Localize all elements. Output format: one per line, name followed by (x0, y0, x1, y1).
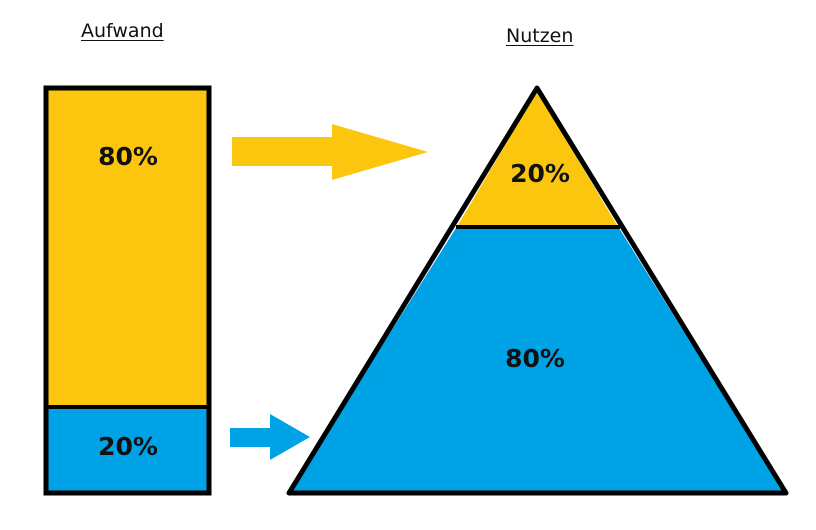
benefit-pyramid: 20% 80% (286, 85, 789, 496)
effort-bar-outline (43, 85, 212, 496)
pyramid-top-label: 20% (510, 159, 570, 188)
pyramid-top-segment (458, 91, 617, 225)
effort-bar: 80% 20% (43, 85, 212, 496)
effort-bottom-segment (47, 407, 208, 492)
pyramid-bottom-label: 80% (505, 344, 565, 373)
effort-top-segment (47, 89, 208, 407)
arrow-right-icon (232, 124, 428, 180)
aufwand-heading: Aufwand (81, 20, 164, 42)
pyramid-outline (286, 85, 789, 496)
effort-bottom-label: 20% (98, 432, 158, 461)
effort-top-label: 80% (98, 142, 158, 171)
pyramid-bottom-segment (290, 228, 784, 492)
nutzen-heading: Nutzen (506, 25, 574, 47)
arrow-right-icon (230, 414, 310, 460)
